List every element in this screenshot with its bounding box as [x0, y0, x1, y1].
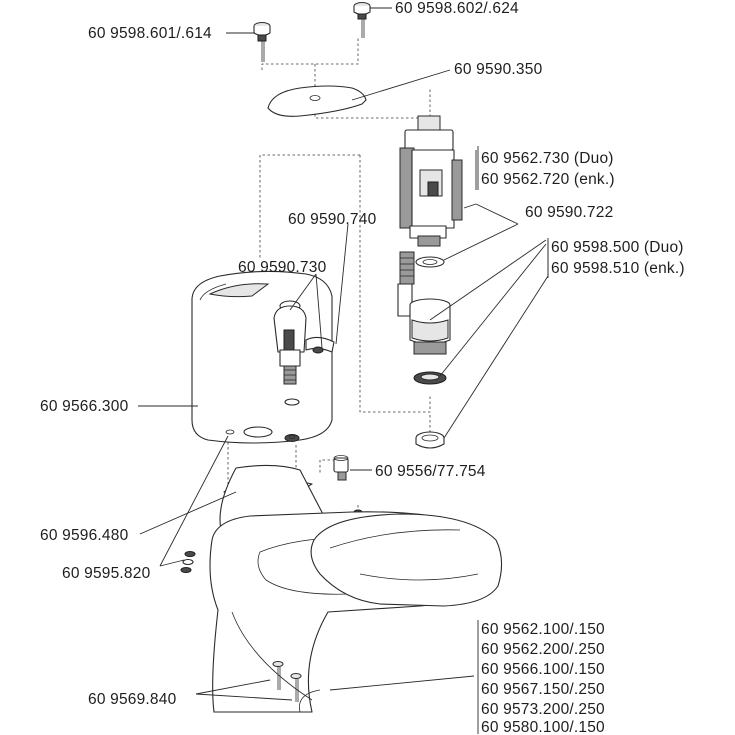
- label-lid-cover: 60 9590.350: [454, 61, 543, 78]
- gasket-ring-upper: [415, 256, 445, 268]
- label-push-button-single: 60 9598.601/.614: [88, 25, 212, 42]
- part-number-labels: 60 9598.601/.614 60 9598.602/.624 60 959…: [40, 0, 685, 735]
- label-fill-valve-bracket: 60 9590.740: [288, 211, 377, 228]
- cistern-lid-cover: [267, 85, 367, 117]
- seal-ring-lower: [413, 371, 447, 385]
- label-fixing-screws: 60 9595.820: [62, 565, 151, 582]
- leader-lines: [138, 7, 549, 734]
- label-gasket: 60 9590.722: [525, 204, 613, 221]
- label-wc-model-4: 60 9567.150/.250: [481, 681, 605, 698]
- label-seal-kit-enk: 60 9598.510 (enk.): [551, 260, 685, 277]
- label-cistern: 60 9566.300: [40, 398, 129, 415]
- label-inlet-connector: 60 9556/77.754: [375, 463, 486, 480]
- label-wc-model-3: 60 9566.100/.150: [481, 661, 605, 678]
- label-wc-model-2: 60 9562.200/.250: [481, 641, 605, 658]
- label-wc-model-6: 60 9580.100/.150: [481, 719, 605, 735]
- fill-valve-bracket: [305, 336, 335, 354]
- inlet-connector: [333, 455, 349, 481]
- seal-ring-bottom: [415, 431, 445, 449]
- label-fill-valve: 60 9590.730: [238, 259, 327, 276]
- flush-valve-assembly: [399, 115, 463, 247]
- floor-screw-set: [272, 661, 302, 702]
- label-wc-model-5: 60 9573.200/.250: [481, 701, 605, 718]
- push-button-dual: [353, 2, 371, 38]
- label-push-button-dual: 60 9598.602/.624: [395, 0, 519, 17]
- wc-bowl: [209, 464, 503, 713]
- label-cistern-gasket: 60 9596.480: [40, 527, 129, 544]
- valve-body-lower: [409, 298, 451, 355]
- label-seal-kit-duo: 60 9598.500 (Duo): [551, 239, 684, 256]
- cistern-tank: [191, 270, 333, 444]
- overflow-tube: [397, 251, 415, 317]
- label-wc-model-1: 60 9562.100/.150: [481, 621, 605, 638]
- label-flush-valve-duo: 60 9562.730 (Duo): [481, 150, 614, 167]
- label-flush-valve-enk: 60 9562.720 (enk.): [481, 171, 615, 188]
- push-button-single: [253, 22, 271, 62]
- fill-valve-assembly: [273, 300, 307, 442]
- label-floor-screws: 60 9569.840: [88, 691, 177, 708]
